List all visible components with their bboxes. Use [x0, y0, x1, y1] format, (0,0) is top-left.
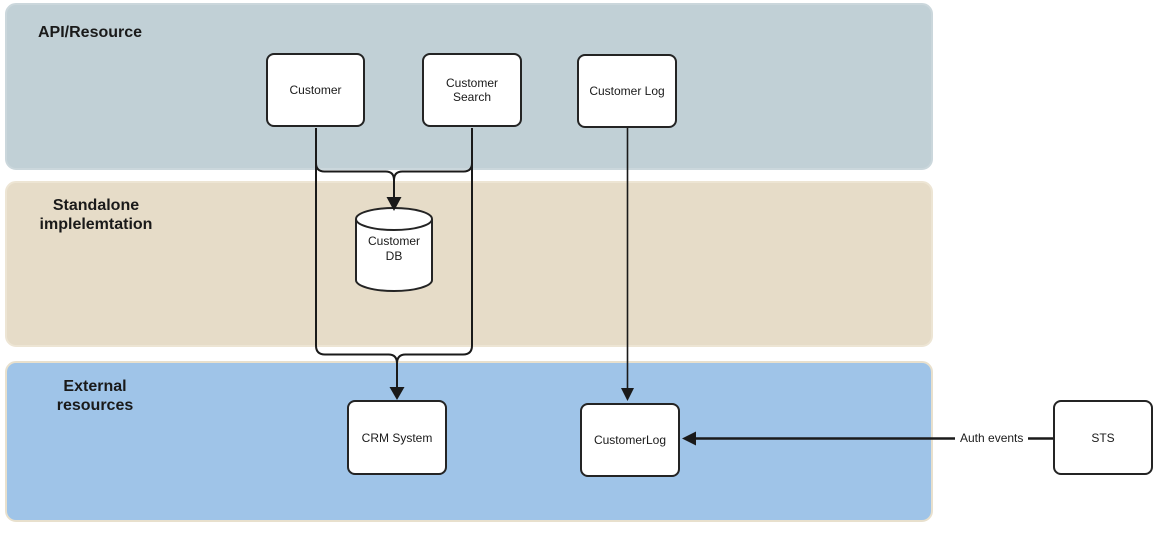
node-sts-label: STS [1091, 430, 1115, 445]
node-customerlog-label: CustomerLog [593, 433, 667, 447]
node-customer-db-label: Customer DB [356, 234, 432, 264]
node-customer-label: Customer [289, 83, 342, 97]
lane-standalone-title-line1: Standalone [52, 197, 140, 214]
node-crm-system[interactable]: CRM System [347, 400, 447, 475]
node-customer-search[interactable]: Customer Search [422, 53, 522, 127]
node-customerlog[interactable]: CustomerLog [580, 403, 680, 477]
lane-api-resource-title: API/Resource [38, 24, 143, 41]
lane-external-title-line2: resources [56, 397, 134, 414]
node-customer-db-label-line1: Customer [367, 234, 420, 248]
node-customer-search-label-line1: Customer [445, 76, 498, 90]
lane-external-title: External resources [17, 377, 173, 415]
auth-events-edge-label: Auth events [955, 430, 1029, 446]
lane-standalone-title: Standalone implelemtation [17, 196, 175, 234]
lane-standalone-title-line2: implelemtation [39, 216, 153, 233]
node-customer-log-label: Customer Log [589, 84, 665, 98]
node-customer-search-label-line2: Search [452, 90, 492, 104]
lane-external-title-line1: External [63, 378, 127, 395]
node-sts[interactable]: STS [1053, 400, 1153, 475]
lane-external-resources [5, 361, 933, 522]
node-customer[interactable]: Customer [266, 53, 365, 127]
node-crm-system-label: CRM System [361, 430, 433, 445]
node-customer-log[interactable]: Customer Log [577, 54, 677, 128]
node-customer-db-label-line2: DB [385, 249, 403, 263]
